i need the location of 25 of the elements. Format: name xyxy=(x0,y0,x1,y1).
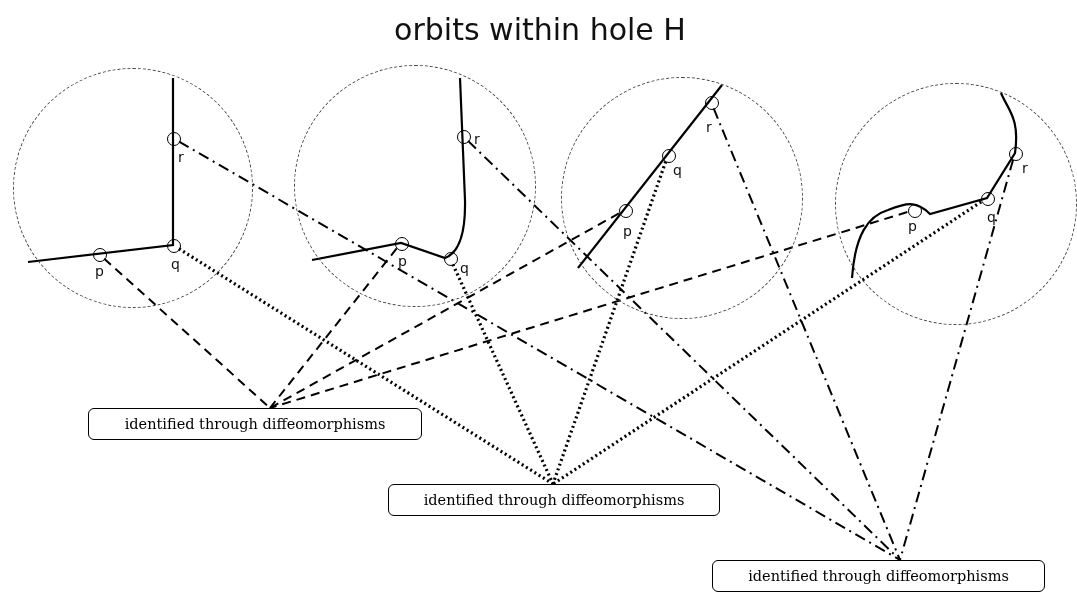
point-label: q xyxy=(460,260,469,276)
point-label: q xyxy=(171,256,180,272)
point-label: p xyxy=(95,263,104,279)
point-label: q xyxy=(987,209,996,225)
point-label: p xyxy=(398,253,407,269)
connector-line xyxy=(269,212,620,409)
connector-line xyxy=(551,161,668,485)
connector-line xyxy=(103,257,271,409)
point-label: r xyxy=(1022,160,1028,176)
connector-line xyxy=(552,200,983,486)
point-label: p xyxy=(623,223,632,239)
connector-line xyxy=(178,140,901,561)
connector-line xyxy=(269,247,398,409)
label-box: identified through diffeomorphisms xyxy=(712,560,1045,592)
point-label: q xyxy=(673,162,682,178)
label-box: identified through diffeomorphisms xyxy=(388,484,720,516)
connector-line xyxy=(712,107,901,561)
connector-line xyxy=(467,139,901,561)
point-label: r xyxy=(178,149,184,165)
point-label: r xyxy=(474,131,480,147)
point-label: p xyxy=(908,218,917,234)
point-label: r xyxy=(706,119,712,135)
label-box: identified through diffeomorphisms xyxy=(88,408,422,440)
title: orbits within hole H xyxy=(394,12,686,47)
connector-line xyxy=(899,158,1015,561)
